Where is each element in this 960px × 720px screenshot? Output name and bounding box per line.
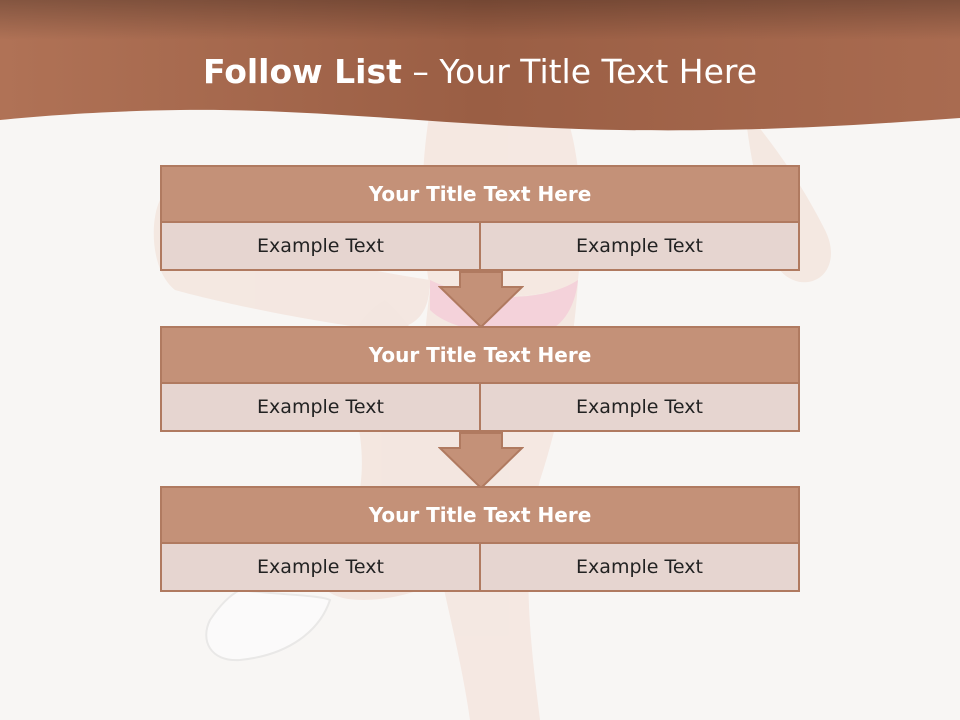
slide-title-bold: Follow List bbox=[202, 52, 402, 91]
step-title: Your Title Text Here bbox=[160, 326, 800, 384]
step-box-3: Your Title Text Here Example Text Exampl… bbox=[160, 486, 800, 592]
step-box-1: Your Title Text Here Example Text Exampl… bbox=[160, 165, 800, 271]
step-box-2: Your Title Text Here Example Text Exampl… bbox=[160, 326, 800, 432]
step-cell-left: Example Text bbox=[160, 382, 481, 432]
step-cell-right: Example Text bbox=[479, 382, 800, 432]
step-cell-left: Example Text bbox=[160, 221, 481, 271]
step-cell-right: Example Text bbox=[479, 542, 800, 592]
down-arrow-icon bbox=[438, 432, 524, 490]
step-title: Your Title Text Here bbox=[160, 486, 800, 544]
slide-title-rest: – Your Title Text Here bbox=[401, 52, 758, 91]
step-cell-right: Example Text bbox=[479, 221, 800, 271]
step-cell-left: Example Text bbox=[160, 542, 481, 592]
slide-title: Follow List – Your Title Text Here bbox=[0, 52, 960, 91]
step-title: Your Title Text Here bbox=[160, 165, 800, 223]
down-arrow-icon bbox=[438, 271, 524, 329]
